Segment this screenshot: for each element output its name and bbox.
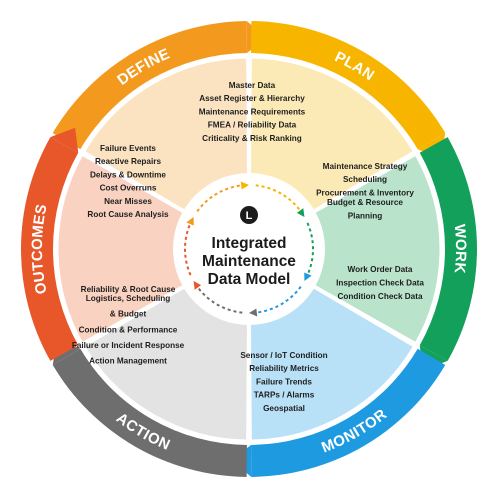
logo-letter: L [246, 210, 253, 222]
sector-item-outcomes: Delays & Downtime [90, 170, 166, 179]
center-title-line-3: Data Model [208, 271, 291, 288]
sector-item-action: & Budget [110, 310, 147, 319]
sector-item-monitor: Reliability Metrics [249, 364, 319, 373]
sector-item-plan: Budget & Resource [327, 198, 403, 207]
logo-circle [240, 206, 258, 224]
cycle-arrowhead-action [193, 281, 202, 290]
ring-segment-define [52, 21, 247, 150]
cycle-dash-action [196, 286, 243, 314]
ring-label-outcomes: OUTCOMES [29, 202, 51, 295]
sector-item-plan: Scheduling [343, 175, 387, 184]
sector-item-work: Work Order Data [348, 265, 413, 274]
sector-item-action: Action Management [89, 357, 167, 366]
sector-work [245, 152, 443, 346]
sector-item-action: Condition & Performance [79, 325, 178, 334]
sector-item-define: FMEA / Reliability Data [208, 121, 297, 130]
cycle-arrowhead-work [304, 272, 312, 281]
sector-item-outcomes: Root Cause Analysis [87, 210, 169, 219]
ring-label-text-work: WORK [451, 224, 469, 275]
sector-item-define: Asset Register & Hierarchy [199, 94, 305, 103]
ring-segment-outcomes [20, 137, 79, 361]
ring-segment-monitor [251, 348, 446, 477]
cycle-dash-plan [255, 184, 302, 212]
center-title-line-2: Maintenance [202, 253, 296, 270]
sector-item-define: Maintenance Requirements [199, 107, 306, 116]
ring-label-text-outcomes: OUTCOMES [29, 202, 50, 295]
cycle-dash-monitor [255, 286, 302, 314]
ring-arrow-outcomes [50, 127, 79, 153]
sector-item-monitor: Failure Trends [256, 377, 312, 386]
sector-item-define: Criticality & Risk Ranking [202, 134, 302, 143]
ring-segment-action [52, 348, 247, 477]
center-title-line-1: Integrated [212, 235, 287, 252]
sector-item-work: Condition Check Data [337, 292, 423, 301]
sector-item-outcomes: Failure Events [100, 144, 156, 153]
sector-item-monitor: Sensor / IoT Condition [240, 351, 327, 360]
ring-segment-plan [251, 21, 446, 150]
cycle-arrowhead-outcomes [186, 217, 194, 226]
sector-item-plan: Planning [348, 211, 383, 220]
center-hub: L Integrated Maintenance Data Model [173, 173, 325, 325]
sector-item-define: Master Data [229, 81, 276, 90]
cycle-dash-work [306, 222, 314, 276]
cycle-arrowhead-define [240, 181, 249, 190]
sector-item-outcomes: Reactive Repairs [95, 157, 161, 166]
sector-item-outcomes: Cost Overruns [100, 184, 157, 193]
sector-item-action: Logistics, Scheduling [86, 294, 171, 303]
cycle-arrowhead-plan [296, 208, 305, 217]
ring-label-work: WORK [451, 224, 469, 275]
cycle-arrowhead-monitor [249, 308, 258, 317]
sector-item-plan: Maintenance Strategy [323, 162, 408, 171]
cycle-dash-define [196, 184, 243, 212]
center-disc [173, 173, 325, 325]
cycle-dash-outcomes [184, 222, 192, 276]
sector-item-monitor: Geospatial [263, 404, 305, 413]
sector-item-plan: Procurement & Inventory [316, 188, 414, 197]
sector-item-action: Reliability & Root Cause [81, 285, 176, 294]
ring-segment-work [419, 137, 477, 361]
sector-item-work: Inspection Check Data [336, 279, 424, 288]
center-logo: L [240, 206, 258, 224]
sector-item-action: Failure or Incident Response [72, 341, 185, 350]
sector-item-outcomes: Near Misses [104, 197, 152, 206]
dashed-cycle-arrows [184, 181, 314, 317]
sector-outcomes [55, 152, 253, 346]
sector-item-monitor: TARPs / Alarms [254, 391, 315, 400]
